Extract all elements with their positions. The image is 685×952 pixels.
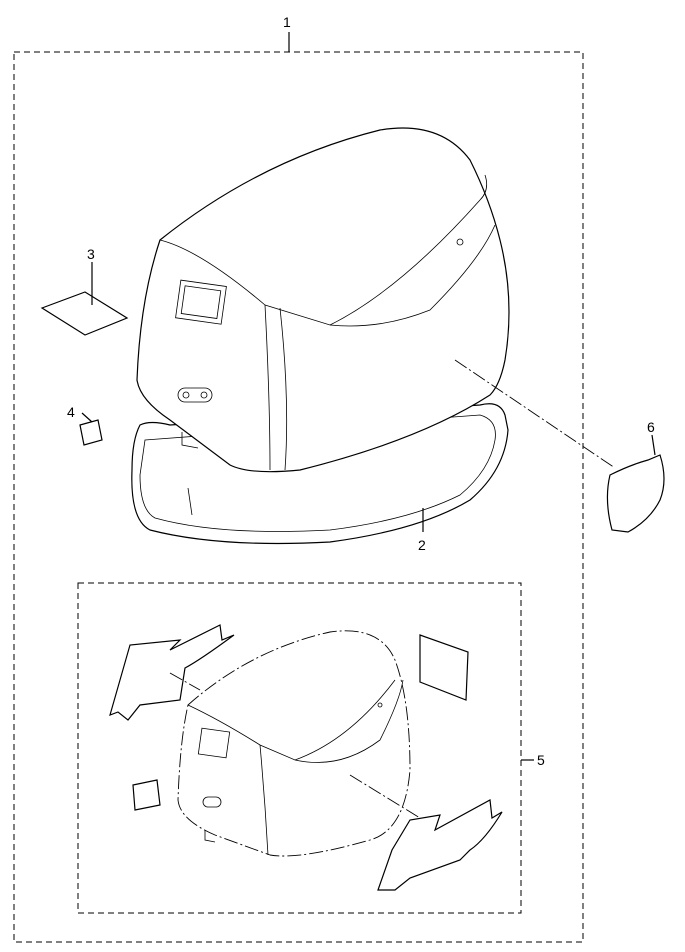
callout-3: 3 (87, 246, 95, 262)
decal-kit-5 (109, 624, 503, 891)
callout-2: 2 (418, 537, 426, 553)
decal-6 (454, 359, 665, 533)
callout-5: 5 (537, 752, 545, 768)
callout-1: 1 (283, 14, 291, 30)
callout-6: 6 (647, 419, 655, 435)
top-cowling (136, 127, 510, 473)
kit-boundary-1 (13, 51, 584, 943)
kit-boundary-5 (77, 582, 522, 914)
callout-4: 4 (67, 404, 75, 420)
decal-4 (79, 412, 103, 446)
decal-3 (40, 262, 129, 336)
